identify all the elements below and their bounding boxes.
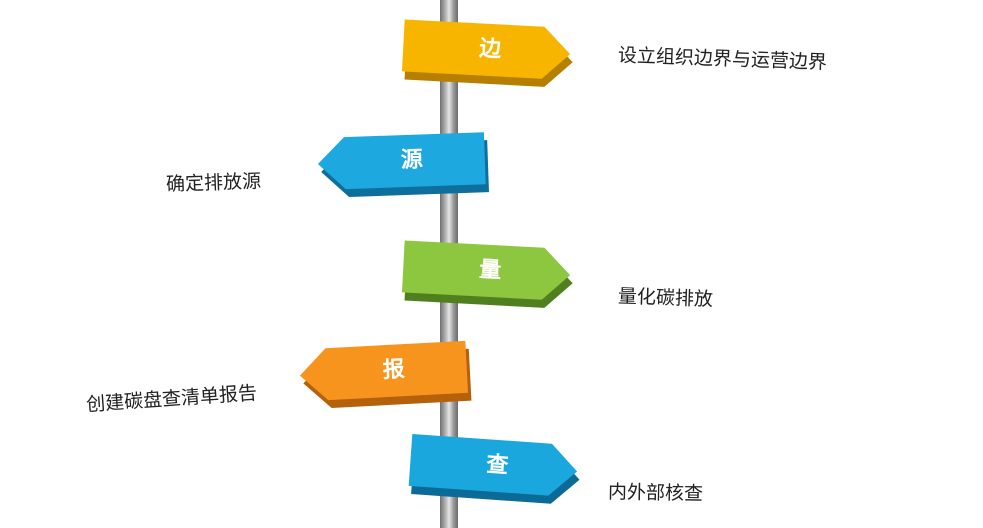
step-description: 量化碳排放 xyxy=(617,285,714,311)
step-description: 确定排放源 xyxy=(165,170,262,196)
signpost-sign-4: 报 xyxy=(299,340,477,409)
signpost-sign-5: 查 xyxy=(408,433,587,506)
step-description: 设立组织边界与运营边界 xyxy=(617,44,828,74)
arrow-right-shape xyxy=(408,433,580,504)
sign-label: 边 xyxy=(478,36,503,63)
sign-label: 量 xyxy=(478,257,503,284)
signpost-sign-2: 源 xyxy=(317,132,494,198)
signpost-sign-1: 边 xyxy=(401,19,580,88)
arrow-left-shape xyxy=(299,340,472,408)
signpost-sign-3: 量 xyxy=(401,240,580,309)
step-description: 内外部核查 xyxy=(607,481,704,505)
step-description: 创建碳盘查清单报告 xyxy=(85,382,258,416)
sign-label: 报 xyxy=(382,357,407,384)
arrow-right-shape xyxy=(401,19,573,87)
arrow-right-shape xyxy=(401,240,573,308)
sign-label: 源 xyxy=(400,147,425,174)
arrow-left-shape xyxy=(317,132,489,197)
